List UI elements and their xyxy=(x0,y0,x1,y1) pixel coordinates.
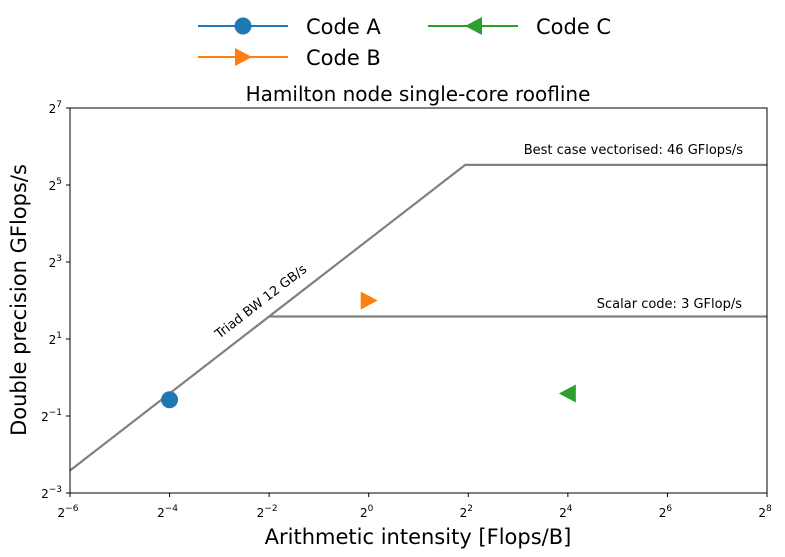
legend-entry-code-c: Code C xyxy=(428,15,611,39)
x-axis-label: Arithmetic intensity [Flops/B] xyxy=(265,525,572,549)
y-tick-label: 25 xyxy=(49,177,62,193)
x-tick-label: 26 xyxy=(659,504,673,520)
x-tick-label: 24 xyxy=(559,504,573,520)
x-tick-label: 2−4 xyxy=(157,504,178,520)
legend-marker-code-a xyxy=(234,17,252,35)
legend-marker-code-b xyxy=(235,48,252,66)
data-marker-code-c xyxy=(558,384,576,403)
legend-marker-code-c xyxy=(465,17,482,35)
y-axis-label: Double precision GFlops/s xyxy=(7,164,31,436)
legend-label-code-c: Code C xyxy=(536,15,611,39)
y-tick-label: 2−1 xyxy=(41,408,62,424)
plot-area-frame xyxy=(69,107,768,494)
bandwidth-label: Triad BW 12 GB/s xyxy=(212,262,310,343)
x-tick-label: 2−6 xyxy=(58,504,79,520)
x-tick-label: 20 xyxy=(360,504,374,520)
legend-label-code-a: Code A xyxy=(306,15,381,39)
rooflines xyxy=(69,163,767,472)
scalar-peak-label: Scalar code: 3 GFlop/s xyxy=(597,297,742,312)
legend: Code A Code B Code C xyxy=(198,15,611,70)
legend-entry-code-a: Code A xyxy=(198,15,381,39)
y-tick-label: 2−3 xyxy=(41,485,62,501)
data-marker-code-b xyxy=(360,291,378,310)
x-tick-label: 22 xyxy=(460,504,473,520)
legend-entry-code-b: Code B xyxy=(198,46,381,70)
y-axis-ticks: 2−3 2−1 21 23 25 27 xyxy=(41,100,70,501)
y-tick-label: 21 xyxy=(49,331,62,347)
data-marker-code-a xyxy=(161,391,179,409)
vector-peak-label: Best case vectorised: 46 GFlops/s xyxy=(524,143,744,158)
roofline-vectorised xyxy=(69,163,767,472)
y-tick-label: 23 xyxy=(49,254,62,270)
chart-title: Hamilton node single-core roofline xyxy=(246,82,591,106)
x-tick-label: 28 xyxy=(758,504,772,520)
legend-label-code-b: Code B xyxy=(306,46,381,70)
data-markers xyxy=(161,291,576,409)
x-tick-label: 2−2 xyxy=(257,504,278,520)
y-tick-label: 27 xyxy=(49,100,62,116)
x-axis-ticks: 2−6 2−4 2−2 20 22 24 26 28 xyxy=(58,493,772,520)
